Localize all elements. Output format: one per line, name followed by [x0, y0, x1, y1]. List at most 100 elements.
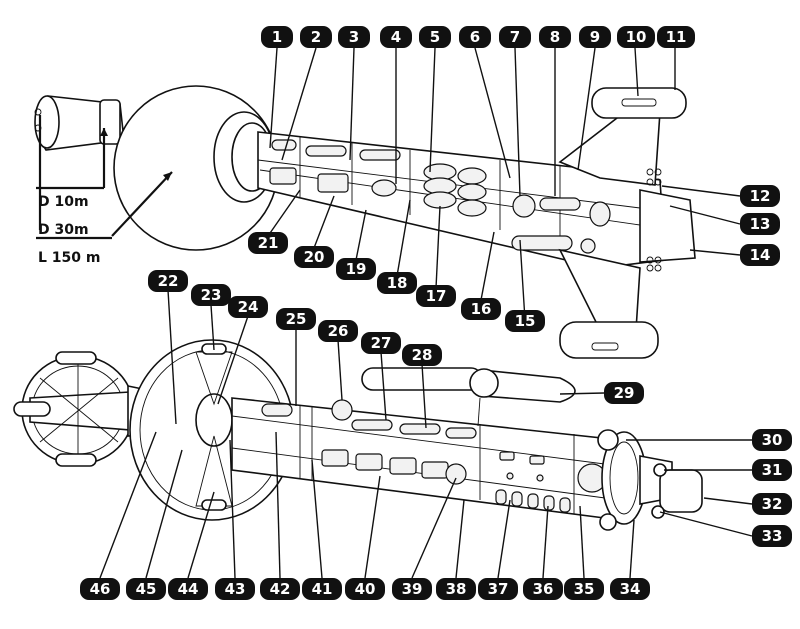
callout-badge-38: 38: [436, 578, 476, 600]
callout-badge-46: 46: [80, 578, 120, 600]
dimension-annotations: D 10m D 30m L 150 m: [36, 115, 173, 266]
callout-badge-35: 35: [564, 578, 604, 600]
svg-text:38: 38: [446, 580, 467, 598]
svg-text:24: 24: [238, 298, 259, 316]
svg-text:22: 22: [158, 272, 179, 290]
svg-text:25: 25: [286, 310, 307, 328]
svg-text:45: 45: [136, 580, 157, 598]
svg-text:43: 43: [225, 580, 246, 598]
large-diameter-label: D 30m: [38, 222, 89, 238]
svg-text:40: 40: [355, 580, 376, 598]
svg-text:36: 36: [533, 580, 554, 598]
callout-badge-4: 4: [380, 26, 412, 48]
callout-badge-5: 5: [419, 26, 451, 48]
svg-text:17: 17: [426, 287, 447, 305]
callout-badge-6: 6: [459, 26, 491, 48]
svg-text:4: 4: [391, 28, 401, 46]
callout-badge-21: 21: [248, 232, 288, 254]
svg-text:30: 30: [762, 431, 783, 449]
svg-text:34: 34: [620, 580, 641, 598]
callout-badge-41: 41: [302, 578, 342, 600]
callout-badge-32: 32: [752, 493, 792, 515]
callout-badge-9: 9: [579, 26, 611, 48]
svg-text:46: 46: [90, 580, 111, 598]
upper-spacecraft-illustration: [34, 85, 696, 359]
svg-text:31: 31: [762, 461, 783, 479]
callout-badge-12: 12: [740, 185, 780, 207]
svg-text:39: 39: [402, 580, 423, 598]
svg-text:1: 1: [272, 28, 282, 46]
svg-text:19: 19: [346, 260, 367, 278]
callout-badge-10: 10: [617, 26, 655, 48]
callout-badge-24: 24: [228, 296, 268, 318]
callout-badge-40: 40: [345, 578, 385, 600]
svg-text:9: 9: [590, 28, 600, 46]
callout-badge-27: 27: [361, 332, 401, 354]
svg-text:10: 10: [626, 28, 647, 46]
svg-text:15: 15: [515, 312, 536, 330]
svg-text:8: 8: [550, 28, 560, 46]
callout-badge-15: 15: [505, 310, 545, 332]
callout-badge-1: 1: [261, 26, 293, 48]
svg-text:13: 13: [750, 215, 771, 233]
callout-badge-11: 11: [657, 26, 695, 48]
svg-text:6: 6: [470, 28, 480, 46]
callout-badge-31: 31: [752, 459, 792, 481]
svg-text:2: 2: [311, 28, 321, 46]
callout-badge-34: 34: [610, 578, 650, 600]
svg-text:7: 7: [510, 28, 520, 46]
svg-text:14: 14: [750, 246, 771, 264]
callout-badge-25: 25: [276, 308, 316, 330]
svg-text:5: 5: [430, 28, 440, 46]
callout-badge-14: 14: [740, 244, 780, 266]
callout-badge-23: 23: [191, 284, 231, 306]
small-diameter-label: D 10m: [38, 194, 89, 210]
svg-text:18: 18: [387, 274, 408, 292]
callout-badge-3: 3: [338, 26, 370, 48]
svg-text:23: 23: [201, 286, 222, 304]
callout-badge-37: 37: [478, 578, 518, 600]
callout-badge-43: 43: [215, 578, 255, 600]
svg-text:20: 20: [304, 248, 325, 266]
callout-badge-16: 16: [461, 298, 501, 320]
svg-text:28: 28: [412, 346, 433, 364]
svg-text:12: 12: [750, 187, 771, 205]
svg-text:3: 3: [349, 28, 359, 46]
callout-badge-42: 42: [260, 578, 300, 600]
callout-badge-22: 22: [148, 270, 188, 292]
svg-text:35: 35: [574, 580, 595, 598]
callout-badge-19: 19: [336, 258, 376, 280]
callout-badge-26: 26: [318, 320, 358, 342]
callout-badge-20: 20: [294, 246, 334, 268]
callout-badge-39: 39: [392, 578, 432, 600]
svg-text:21: 21: [258, 234, 279, 252]
callout-badge-33: 33: [752, 525, 792, 547]
callout-badge-30: 30: [752, 429, 792, 451]
callout-badge-7: 7: [499, 26, 531, 48]
svg-text:33: 33: [762, 527, 783, 545]
svg-text:29: 29: [614, 384, 635, 402]
callout-badge-28: 28: [402, 344, 442, 366]
callout-badge-13: 13: [740, 213, 780, 235]
callout-leader-lines: [99, 47, 753, 579]
svg-text:44: 44: [178, 580, 199, 598]
svg-text:27: 27: [371, 334, 392, 352]
callout-badge-2: 2: [300, 26, 332, 48]
svg-text:26: 26: [328, 322, 349, 340]
svg-text:37: 37: [488, 580, 509, 598]
callout-badge-45: 45: [126, 578, 166, 600]
callout-badge-17: 17: [416, 285, 456, 307]
svg-text:16: 16: [471, 300, 492, 318]
callout-badge-44: 44: [168, 578, 208, 600]
callout-badge-29: 29: [604, 382, 644, 404]
callout-badge-8: 8: [539, 26, 571, 48]
lower-spacecraft-illustration: [13, 339, 703, 531]
svg-text:41: 41: [312, 580, 333, 598]
svg-text:32: 32: [762, 495, 783, 513]
callout-badge-18: 18: [377, 272, 417, 294]
length-label: L 150 m: [38, 250, 100, 266]
callout-badge-36: 36: [523, 578, 563, 600]
svg-text:11: 11: [666, 28, 687, 46]
svg-text:42: 42: [270, 580, 291, 598]
